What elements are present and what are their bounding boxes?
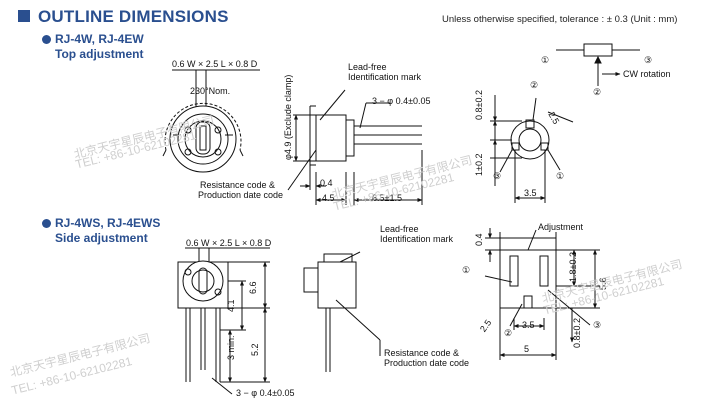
side-pin-2: ② — [504, 328, 513, 338]
side-pin-dia: 3 − φ 0.4±0.05 — [236, 388, 295, 398]
side-dim-18: 1.8±0.2 — [568, 252, 578, 282]
top-dim-65: 6.5±1.5 — [372, 193, 402, 203]
top-dim-35: 3.5 — [524, 188, 537, 198]
top-model-title: RJ-4W, RJ-4EW — [55, 32, 144, 46]
side-pin-1: ① — [462, 265, 471, 275]
top-dim-04: 0.4 — [320, 178, 333, 188]
page-title: OUTLINE DIMENSIONS — [38, 7, 229, 26]
circuit-pin-3: ③ — [644, 55, 653, 65]
side-side-view — [303, 251, 381, 372]
side-lead-free: Lead-free — [380, 224, 419, 234]
top-pin-1: ① — [556, 171, 565, 181]
section-bullet — [42, 219, 51, 228]
section-bullet — [42, 35, 51, 44]
top-angle: 230°Nom. — [190, 86, 231, 96]
top-ident-mark: Identification mark — [348, 72, 422, 82]
side-dim-3min: 3 min. — [226, 335, 236, 360]
top-pin-2: ② — [530, 80, 539, 90]
side-dim-04: 0.4 — [474, 233, 484, 246]
side-adjustment: Adjustment — [538, 222, 584, 232]
top-bottom-view — [490, 95, 574, 203]
side-resistance: Resistance code & — [384, 348, 460, 358]
top-pin-3: ③ — [493, 171, 502, 181]
circuit-pin-1: ① — [541, 55, 550, 65]
side-dim-52: 5.2 — [250, 343, 260, 356]
side-model-title: RJ-4WS, RJ-4EWS — [55, 216, 161, 230]
side-dim-08: 0.8±0.2 — [572, 318, 582, 348]
side-subtitle: Side adjustment — [55, 231, 148, 245]
side-dim-35: 3.5 — [522, 320, 535, 330]
side-prod-code: Production date code — [384, 358, 470, 368]
tolerance-note: Unless otherwise specified, tolerance : … — [442, 14, 678, 25]
top-dim-10: 1±0.2 — [474, 153, 484, 176]
top-subtitle: Top adjustment — [55, 47, 144, 61]
top-side-view — [287, 89, 423, 205]
side-dim-41: 4.1 — [226, 299, 236, 312]
top-lead-free: Lead-free — [348, 62, 387, 72]
side-dim-bar: 0.6 W × 2.5 L × 0.8 D — [186, 238, 272, 248]
top-dim-08: 0.8±0.2 — [474, 90, 484, 120]
circuit-pin-2: ② — [593, 87, 602, 97]
side-dim-66: 6.6 — [248, 281, 258, 294]
side-bottom-view — [484, 228, 600, 360]
side-dim-5: 5 — [524, 344, 530, 354]
top-dim-bar: 0.6 W × 2.5 L × 0.8 D — [172, 59, 258, 69]
header-square — [18, 10, 30, 22]
side-front-view — [177, 247, 270, 395]
side-pin-3: ③ — [593, 320, 602, 330]
circuit-symbol — [556, 43, 640, 86]
top-diameter: φ4.9 (Exclude clamp) — [283, 74, 293, 160]
top-prod-code: Production date code — [198, 190, 284, 200]
side-ident-mark: Identification mark — [380, 234, 454, 244]
top-resistance: Resistance code & — [200, 180, 276, 190]
rotation-label: CW rotation — [623, 69, 671, 79]
top-front-view — [162, 69, 260, 173]
top-pin-dia: 3 − φ 0.4±0.05 — [372, 96, 431, 106]
top-dim-45: 4.5 — [322, 193, 335, 203]
